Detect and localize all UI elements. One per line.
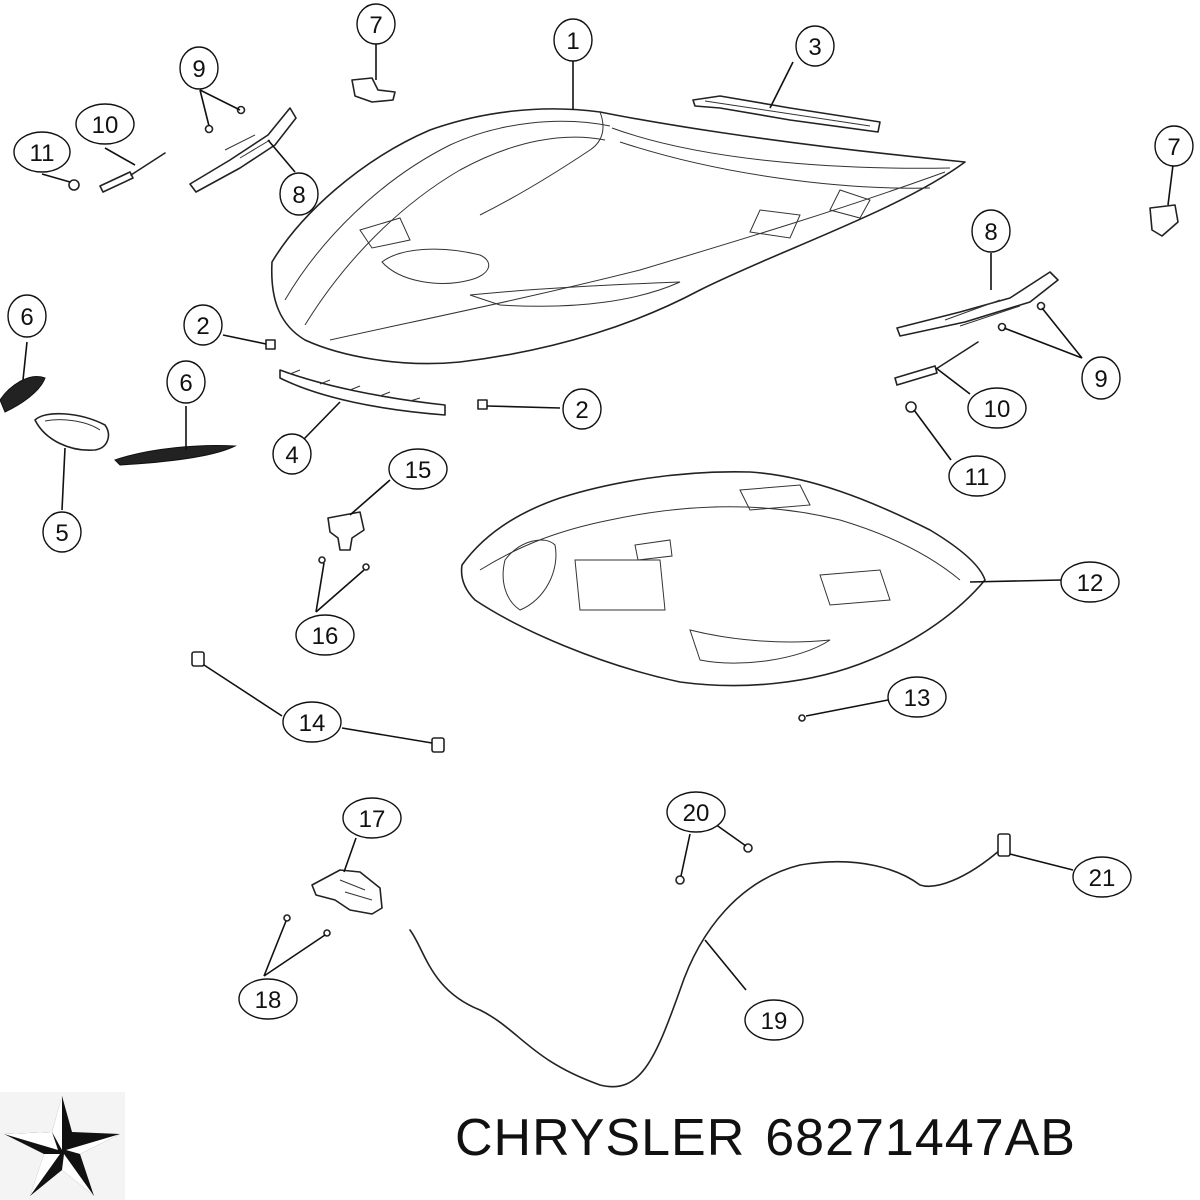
callout-13: 13 — [887, 676, 947, 718]
svg-text:12: 12 — [1077, 570, 1104, 597]
callout-10: 10 — [75, 103, 135, 145]
hood-release-cable — [409, 833, 1011, 1088]
cowl-seal-strip — [692, 95, 881, 133]
svg-text:2: 2 — [575, 397, 588, 424]
hood-panel — [270, 108, 966, 365]
svg-text:10: 10 — [92, 112, 119, 139]
callout-20: 20 — [666, 791, 726, 833]
callout-18: 18 — [238, 978, 298, 1020]
part-caption: CHRYSLER 68271447AB — [455, 1108, 1096, 1168]
hood-insulator-panel — [460, 470, 986, 687]
callout-6: 6 — [7, 294, 47, 338]
callout-11: 11 — [13, 131, 71, 173]
hood-clip — [265, 339, 276, 350]
callout-5: 5 — [42, 511, 82, 553]
svg-text:19: 19 — [761, 1008, 788, 1035]
svg-text:1: 1 — [566, 28, 579, 55]
brand-name: CHRYSLER — [455, 1109, 746, 1167]
strut-nut — [68, 179, 80, 191]
callout-11: 11 — [948, 455, 1006, 497]
callout-10: 10 — [967, 387, 1027, 429]
svg-text:16: 16 — [312, 623, 339, 650]
callout-12: 12 — [1060, 561, 1120, 603]
hood-bumper — [431, 737, 445, 753]
callout-21: 21 — [1072, 856, 1132, 898]
svg-text:8: 8 — [292, 182, 305, 209]
latch-bolt — [283, 914, 291, 922]
hood-lift-strut-left — [99, 152, 166, 193]
insulator-retainer — [798, 714, 806, 722]
hinge-bolt — [997, 322, 1007, 332]
svg-text:9: 9 — [192, 56, 205, 83]
svg-text:10: 10 — [984, 396, 1011, 423]
callout-9: 9 — [179, 46, 219, 90]
callout-17: 17 — [342, 797, 402, 839]
hinge-bolt — [1036, 301, 1046, 311]
callout-7: 7 — [356, 3, 396, 45]
latch-striker — [327, 511, 365, 551]
hood-scoop-insert — [34, 412, 110, 451]
front-hood-seal — [279, 369, 446, 416]
hinge-bolt — [204, 124, 214, 134]
svg-text:13: 13 — [904, 685, 931, 712]
callout-2: 2 — [183, 304, 223, 346]
svg-text:20: 20 — [683, 800, 710, 827]
cable-clip — [675, 875, 685, 885]
hinge-bracket-left — [351, 77, 396, 103]
callout-3: 3 — [795, 25, 835, 67]
callout-14: 14 — [282, 701, 342, 743]
pentastar-icon — [0, 1092, 125, 1200]
hood-vent-grille-left — [0, 376, 46, 413]
svg-text:11: 11 — [965, 464, 990, 491]
callout-4: 4 — [272, 433, 312, 475]
svg-text:8: 8 — [984, 219, 997, 246]
hood-hinge-left — [189, 107, 297, 193]
callout-15: 15 — [388, 448, 448, 490]
svg-text:17: 17 — [359, 806, 386, 833]
hood-latch — [311, 869, 383, 915]
latch-bolt — [323, 929, 331, 937]
svg-text:14: 14 — [299, 710, 326, 737]
hood-clip — [477, 399, 488, 410]
callout-8: 8 — [279, 172, 319, 216]
hood-bumper — [191, 651, 205, 667]
callout-1: 1 — [553, 18, 593, 62]
svg-text:7: 7 — [369, 12, 382, 39]
svg-text:18: 18 — [255, 987, 282, 1014]
hood-hinge-right — [896, 271, 1059, 337]
svg-text:4: 4 — [285, 442, 298, 469]
leader-lines — [22, 43, 1174, 991]
svg-text:21: 21 — [1089, 865, 1116, 892]
striker-bolt — [362, 563, 370, 571]
svg-text:6: 6 — [20, 304, 33, 331]
hinge-bracket-right — [1149, 204, 1179, 237]
svg-text:15: 15 — [405, 457, 432, 484]
striker-bolt — [318, 556, 326, 564]
callout-9: 9 — [1081, 356, 1121, 400]
svg-text:11: 11 — [30, 140, 55, 167]
callout-16: 16 — [295, 614, 355, 656]
hinge-bolt — [236, 105, 246, 115]
svg-text:3: 3 — [808, 34, 821, 61]
callout-7: 7 — [1154, 125, 1194, 167]
hood-vent-grille-right — [114, 445, 237, 466]
callout-6: 6 — [166, 360, 206, 404]
svg-text:9: 9 — [1094, 366, 1107, 393]
part-number: 68271447AB — [765, 1109, 1076, 1167]
strut-nut — [905, 401, 917, 413]
callout-8: 8 — [971, 209, 1011, 253]
svg-text:2: 2 — [196, 313, 209, 340]
callout-19: 19 — [744, 999, 804, 1041]
svg-text:7: 7 — [1167, 134, 1180, 161]
hood-lift-strut-right — [894, 341, 979, 386]
callout-2: 2 — [562, 388, 602, 430]
svg-text:5: 5 — [55, 520, 68, 547]
svg-text:6: 6 — [179, 370, 192, 397]
